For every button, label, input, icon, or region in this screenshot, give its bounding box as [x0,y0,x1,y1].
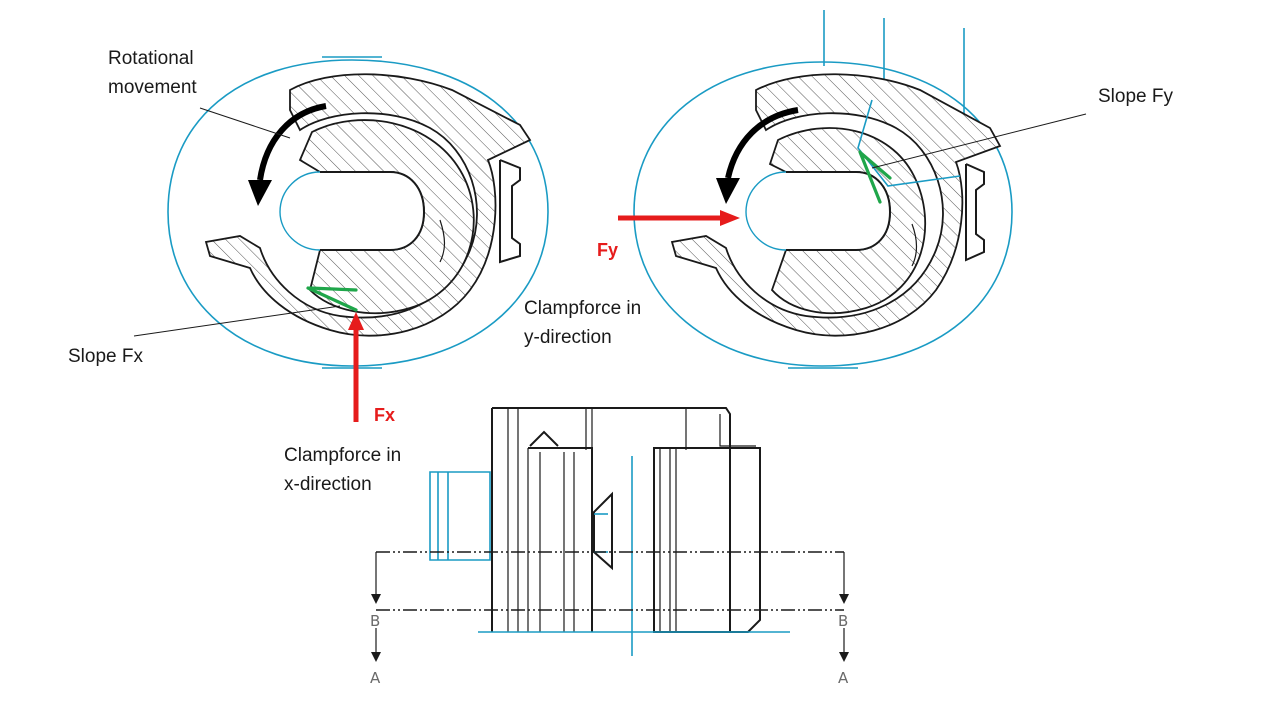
side-view [371,407,849,662]
slope-fx-leader [133,305,341,337]
right-slope-line-b [860,152,892,180]
fy-arrowhead [720,210,740,226]
section-a-left-arrowhead [371,594,381,604]
side-right-block-lines [659,448,677,632]
side-left-block [528,447,593,632]
right-section-view [618,10,1087,369]
right-rotation-arrow [725,107,799,179]
clamp-y-label-1: Clampforce in [524,298,641,319]
fx-label: Fx [374,405,395,425]
slope-fx-label: Slope Fx [68,346,143,367]
section-b-left-arrowhead [371,652,381,662]
clamp-x-label-2: x-direction [284,474,372,495]
left-latch-spring [439,219,446,263]
side-right-block [653,447,761,633]
rotational-movement-label-1: Rotational [108,48,194,69]
side-left-block-lines [527,448,575,632]
side-left-stub [429,471,491,561]
section-b-left-label: B [370,612,380,630]
left-rotation-arrowhead [248,180,272,206]
fx-arrowhead [348,312,364,330]
right-slot [745,171,891,251]
section-a-right-label: A [838,669,849,687]
section-a-left-label: A [370,669,381,687]
left-slope-line-b [308,286,358,292]
side-tab [593,491,613,571]
right-latch [965,163,985,262]
right-cut-wedge [857,99,961,187]
left-rotation-arrow [257,103,327,181]
clamp-y-label-2: y-direction [524,327,612,348]
left-latch [499,159,521,264]
rotation-leader [199,107,291,139]
fy-label: Fy [597,240,618,260]
right-slope-line-a [858,150,882,204]
left-slot [279,171,425,251]
section-b-right-arrowhead [839,652,849,662]
left-slope-line-a [306,286,358,312]
clamp-x-label-1: Clampforce in [284,445,401,466]
slope-fy-leader [871,113,1087,169]
slope-fy-label: Slope Fy [1098,86,1173,107]
left-section-view [133,56,549,422]
right-rotation-arrowhead [716,178,740,204]
rotational-movement-label-2: movement [108,77,197,98]
side-left-bump [529,430,559,447]
side-housing-top [492,407,731,632]
left-clamp-body [204,73,532,337]
section-b-right-label: B [838,612,848,630]
section-a-right-arrowhead [839,594,849,604]
left-slot-edge [320,171,426,251]
right-latch-spring [911,223,918,267]
